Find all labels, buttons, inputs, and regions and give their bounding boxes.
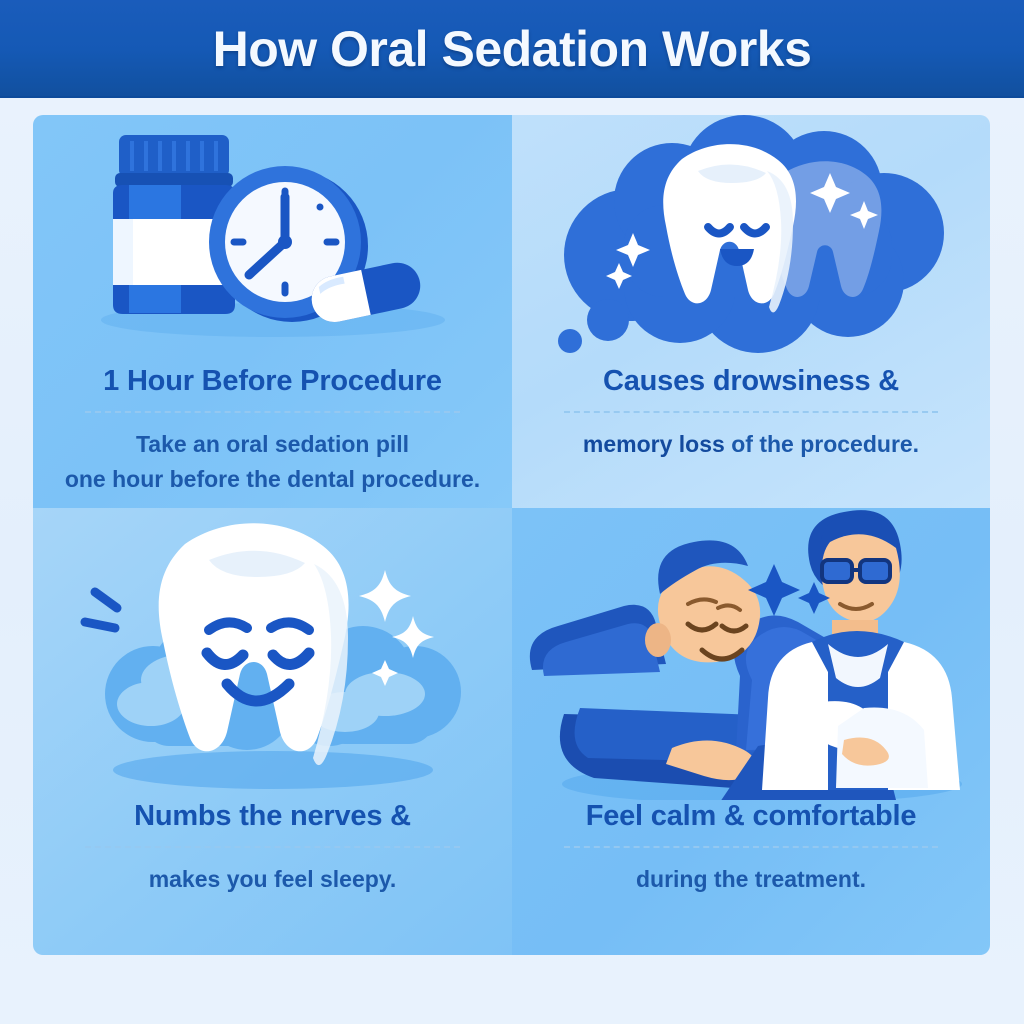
sleeping-tooth-icon (158, 523, 349, 766)
panel-4-comfort: Feel calm & comfortable during the treat… (512, 508, 990, 955)
header-banner: How Oral Sedation Works (0, 0, 1024, 98)
panel-1-heading: 1 Hour Before Procedure (103, 365, 442, 397)
tooth-smile (221, 678, 295, 707)
panel-4-heading: Feel calm & comfortable (585, 800, 917, 832)
panel-2-body: memory loss of the procedure. (534, 427, 968, 462)
dentist-coat-left (762, 642, 828, 790)
panel-2-body-rest: of the procedure. (724, 431, 920, 458)
panel-1-body-line-1: Take an oral sedation pill (135, 431, 410, 458)
panel-2-body-bold: memory loss (582, 431, 725, 458)
patient-smile (699, 647, 745, 662)
dentist-icon (762, 510, 960, 790)
panel-2-body-line-1: memory loss of the procedure. (534, 427, 968, 462)
glasses-icon (820, 558, 892, 584)
panel-4-body-line-1: during the treatment. (635, 866, 866, 893)
pill-bottle-icon (113, 135, 235, 314)
capsule-pill-icon (311, 262, 421, 323)
page-title: How Oral Sedation Works (212, 21, 812, 77)
panel-4-divider (564, 846, 938, 849)
sleepy-tooth-clouds-icon (80, 523, 461, 789)
panel-4-body: during the treatment. (534, 862, 968, 897)
star-icon (748, 564, 830, 616)
panel-3-body-line-1: makes you feel sleepy. (148, 866, 397, 893)
dentist-hand (842, 737, 889, 766)
panel-1-caption: 1 Hour Before Procedure Take an oral sed… (33, 365, 512, 496)
panel-4-caption: Feel calm & comfortable during the treat… (512, 800, 990, 897)
sparkle-star-icon (359, 570, 434, 686)
tooth-closed-eyes (704, 223, 770, 238)
panel-3-divider (85, 846, 460, 849)
patient-in-dental-chair-with-dentist-icon (529, 510, 962, 800)
panel-2-heading: Causes drowsiness & (603, 365, 899, 397)
panel-1-body: Take an oral sedation pill one hour befo… (55, 427, 490, 496)
motion-lines-icon (80, 587, 122, 633)
pill-bottle-clock-capsule-icon (101, 135, 445, 337)
thought-cloud-sleeping-tooth-icon (558, 115, 944, 353)
panel-1-body-line-2: one hour before the dental procedure. (64, 465, 481, 492)
thought-bubble-small (587, 299, 629, 341)
panel-2-drowsiness: Causes drowsiness & memory loss of the p… (512, 115, 990, 508)
panel-3-numbing: Numbs the nerves & makes you feel sleepy… (33, 508, 512, 955)
panel-2-divider (564, 411, 938, 414)
patient-closed-eyes (685, 621, 749, 634)
tooth-eyebrows (204, 617, 314, 635)
thought-bubble-tiny (558, 329, 582, 353)
ghost-tooth-icon (768, 161, 882, 297)
panel-2-caption: Causes drowsiness & memory loss of the p… (512, 365, 990, 462)
patient-cap (658, 540, 748, 594)
tooth-closed-eyes (201, 647, 315, 670)
panel-grid: 1 Hour Before Procedure Take an oral sed… (33, 115, 990, 955)
sparkle-icon (606, 173, 878, 289)
tooth-smile (720, 249, 754, 266)
panel-3-body: makes you feel sleepy. (55, 862, 490, 897)
panel-1-timing: 1 Hour Before Procedure Take an oral sed… (33, 115, 512, 508)
panel-1-divider (85, 411, 460, 414)
panel-3-caption: Numbs the nerves & makes you feel sleepy… (33, 800, 512, 897)
panel-3-heading: Numbs the nerves & (134, 800, 411, 832)
sleeping-tooth-icon (663, 144, 797, 313)
